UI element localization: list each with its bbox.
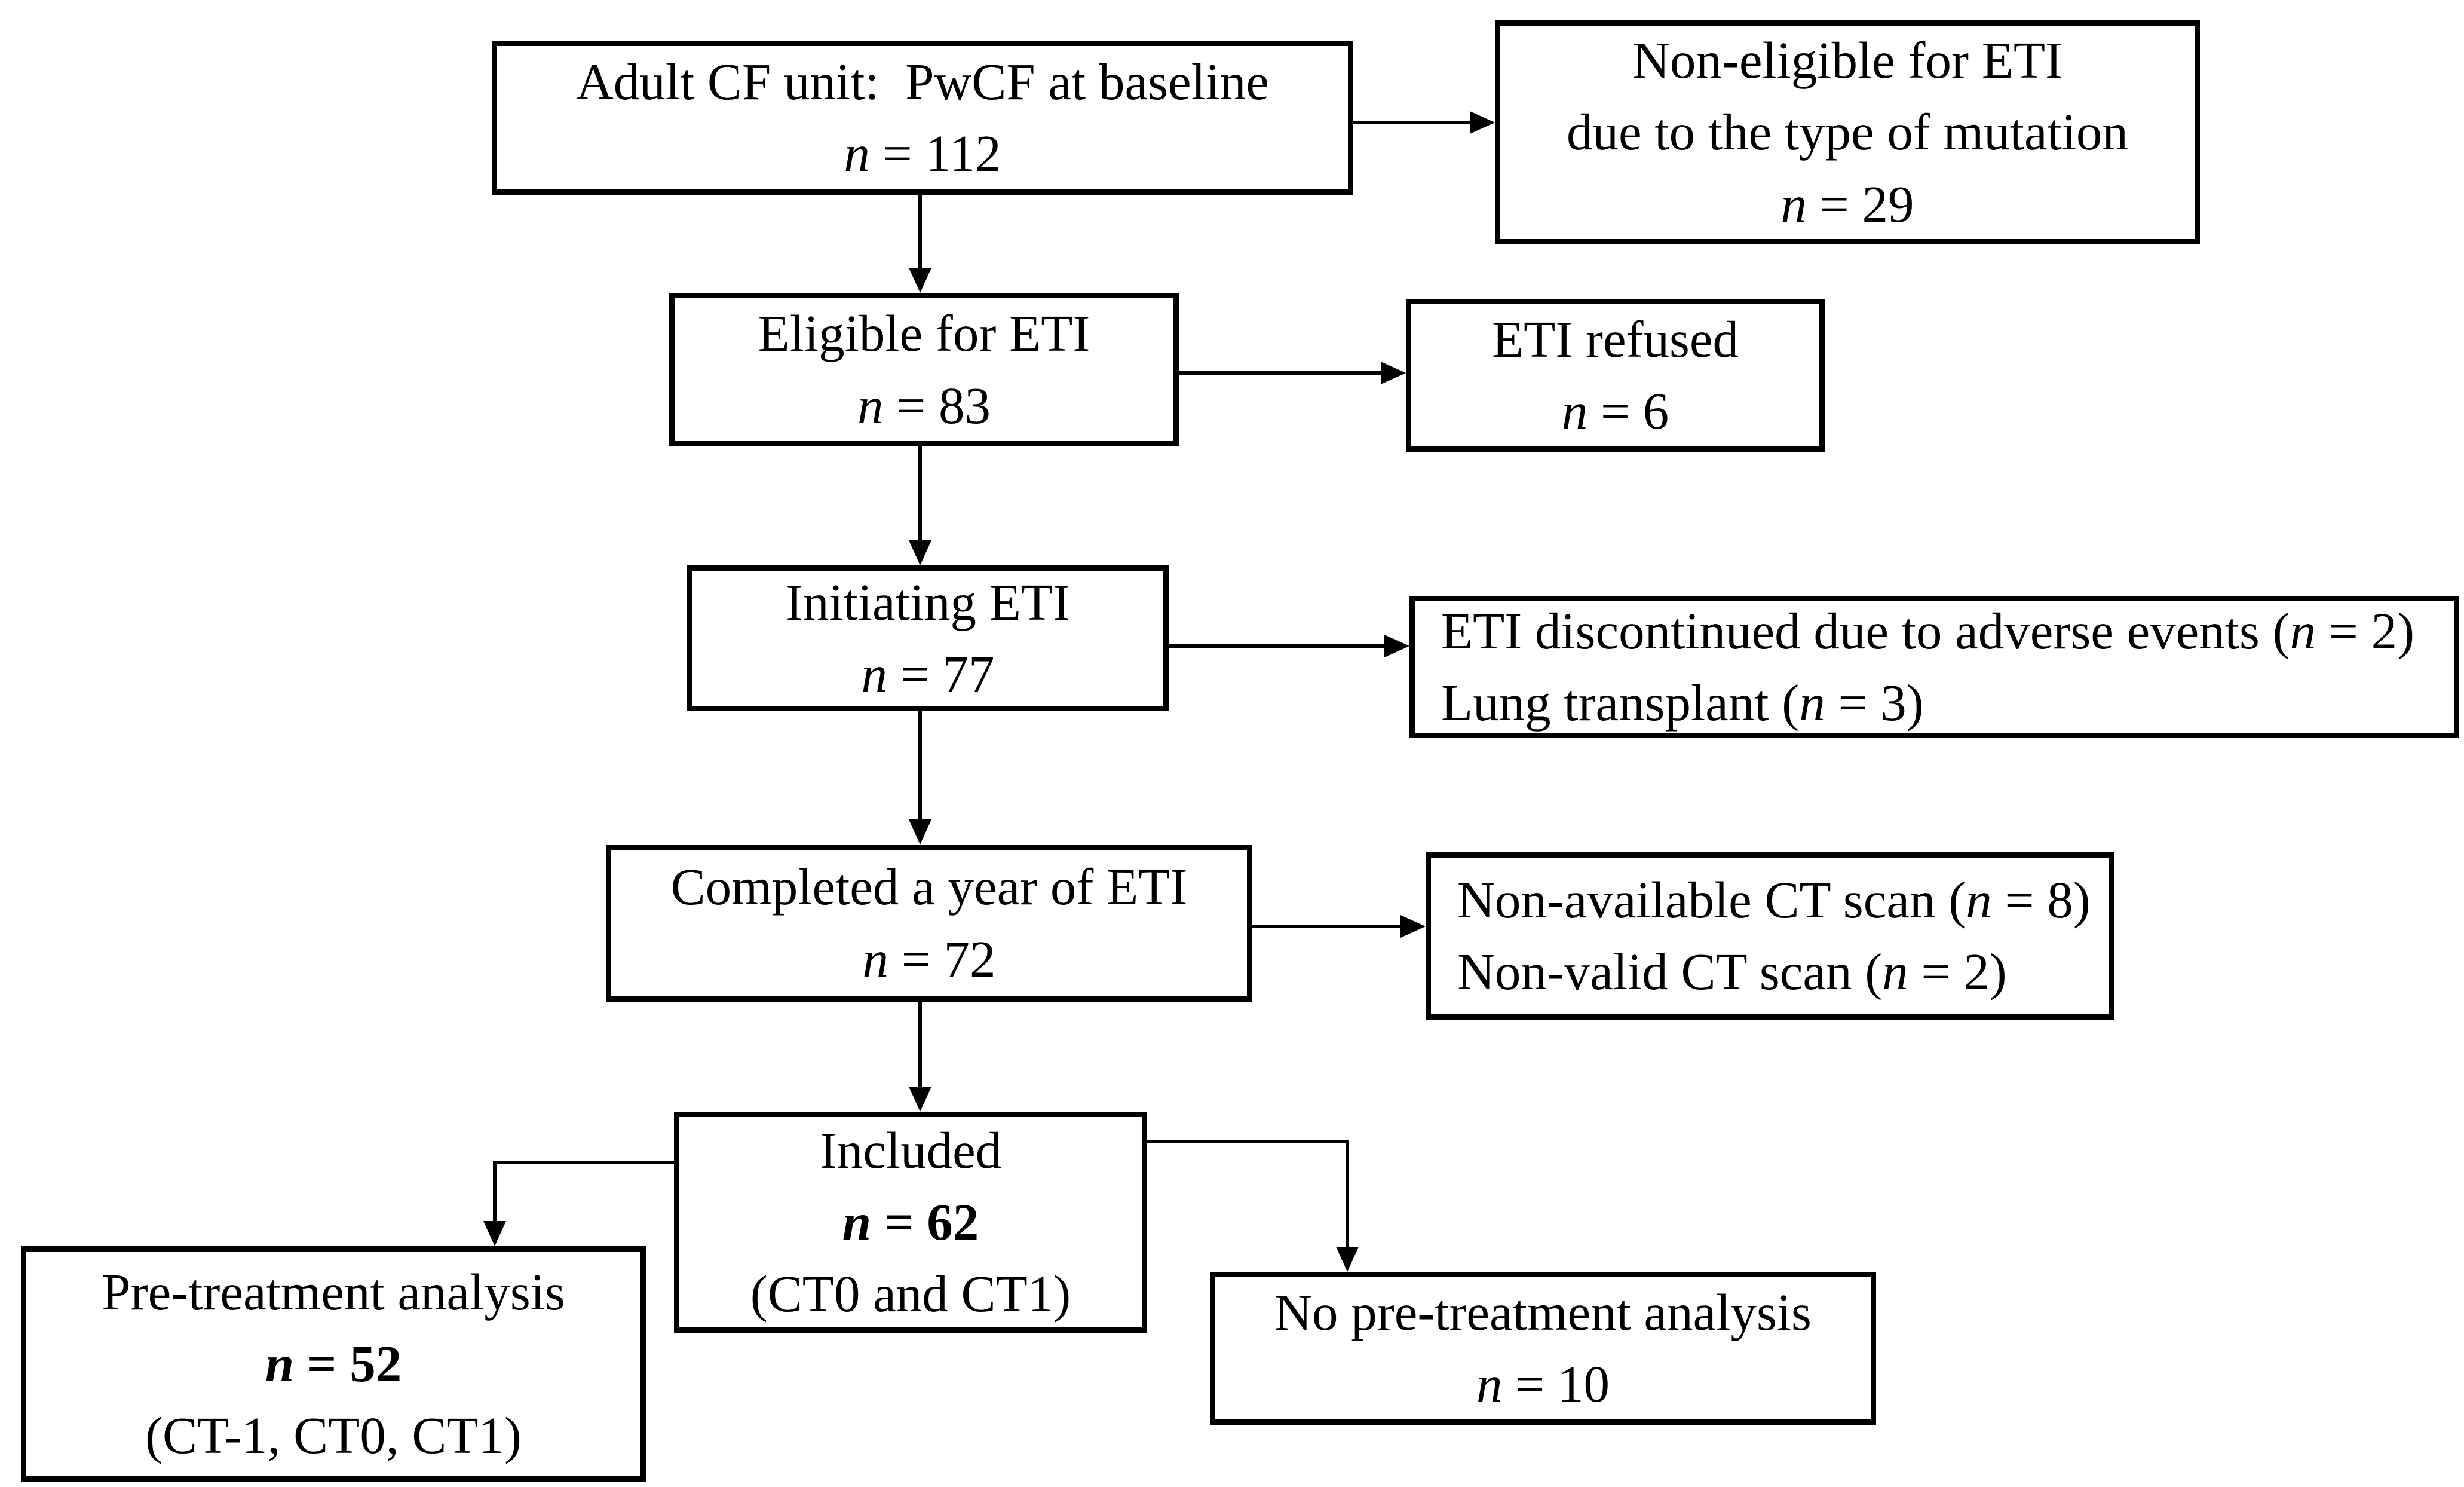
completed-title: Completed a year of ETI bbox=[670, 858, 1188, 916]
eligible-title: Eligible for ETI bbox=[758, 304, 1090, 363]
discontinued-adverse-events: ETI discontinued due to adverse events (… bbox=[1441, 601, 2415, 660]
connector-eligible-to-refused-line bbox=[1179, 371, 1381, 375]
non-eligible-reason: due to the type of mutation bbox=[1567, 103, 2128, 161]
box-non-eligible: Non-eligible for ETI due to the type of … bbox=[1495, 20, 2200, 244]
arrow-included-to-no-pre-treatment-head bbox=[1336, 1247, 1359, 1272]
arrow-initiating-to-completed-head bbox=[909, 819, 931, 845]
box-pre-treatment: Pre-treatment analysis n = 52 (CT-1, CT0… bbox=[21, 1246, 646, 1482]
non-eligible-title: Non-eligible for ETI bbox=[1632, 31, 2062, 90]
connector-included-to-pre-treatment-vline bbox=[493, 1161, 497, 1221]
non-eligible-count: n = 29 bbox=[1780, 175, 1914, 233]
initiating-title: Initiating ETI bbox=[786, 573, 1070, 631]
eti-refused-count: n = 6 bbox=[1561, 382, 1669, 440]
connector-baseline-to-non-eligible-line bbox=[1353, 121, 1470, 124]
connector-included-to-no-pre-treatment-vline bbox=[1346, 1140, 1349, 1247]
arrow-initiating-to-discontinued-head bbox=[1384, 635, 1409, 657]
included-title: Included bbox=[819, 1121, 1002, 1179]
arrow-baseline-to-eligible-head bbox=[909, 268, 931, 293]
no-pre-treatment-title: No pre-treatment analysis bbox=[1274, 1283, 1812, 1341]
box-adult-cf-baseline: Adult CF unit: PwCF at baseline n = 112 bbox=[492, 41, 1353, 195]
initiating-count: n = 77 bbox=[861, 645, 995, 703]
connector-included-to-pre-treatment-hline bbox=[493, 1161, 674, 1164]
connector-initiating-to-completed-line bbox=[918, 711, 922, 819]
arrow-eligible-to-initiating-head bbox=[909, 540, 931, 565]
non-available-ct: Non-available CT scan (n = 8) bbox=[1457, 870, 2091, 929]
arrow-completed-to-included-head bbox=[909, 1087, 931, 1112]
connector-completed-to-included-line bbox=[918, 1002, 922, 1087]
eligible-count: n = 83 bbox=[857, 376, 991, 435]
box-included: Included n = 62 (CT0 and CT1) bbox=[674, 1112, 1147, 1333]
non-valid-ct: Non-valid CT scan (n = 2) bbox=[1457, 943, 2007, 1000]
arrow-baseline-to-non-eligible-head bbox=[1470, 111, 1495, 134]
included-scans: (CT0 and CT1) bbox=[750, 1265, 1071, 1323]
arrow-included-to-pre-treatment-head bbox=[483, 1221, 506, 1246]
arrow-eligible-to-refused-head bbox=[1381, 362, 1406, 384]
included-count: n = 62 bbox=[842, 1192, 979, 1251]
completed-count: n = 72 bbox=[862, 929, 996, 988]
box-no-pre-treatment: No pre-treatment analysis n = 10 bbox=[1210, 1272, 1876, 1425]
adult-cf-title: Adult CF unit: PwCF at baseline bbox=[575, 52, 1270, 111]
pre-treatment-title: Pre-treatment analysis bbox=[102, 1262, 565, 1321]
pre-treatment-count: n = 52 bbox=[265, 1334, 402, 1393]
no-pre-treatment-count: n = 10 bbox=[1476, 1355, 1610, 1413]
box-completed-year: Completed a year of ETI n = 72 bbox=[606, 845, 1252, 1002]
arrow-completed-to-ct-excluded-head bbox=[1400, 915, 1426, 938]
box-ct-scan-excluded: Non-available CT scan (n = 8) Non-valid … bbox=[1426, 852, 2114, 1020]
connector-initiating-to-discontinued-line bbox=[1169, 644, 1384, 648]
adult-cf-count: n = 112 bbox=[844, 124, 1001, 182]
connector-eligible-to-initiating-line bbox=[918, 446, 922, 540]
box-discontinued: ETI discontinued due to adverse events (… bbox=[1409, 596, 2459, 738]
box-eligible: Eligible for ETI n = 83 bbox=[669, 293, 1179, 446]
box-eti-refused: ETI refused n = 6 bbox=[1406, 299, 1825, 452]
pre-treatment-scans: (CT-1, CT0, CT1) bbox=[145, 1406, 522, 1465]
connector-included-to-no-pre-treatment-hline bbox=[1147, 1140, 1349, 1143]
eti-refused-title: ETI refused bbox=[1491, 310, 1739, 368]
discontinued-lung-transplant: Lung transplant (n = 3) bbox=[1441, 674, 1924, 732]
connector-baseline-to-eligible-line bbox=[918, 194, 922, 268]
box-initiating: Initiating ETI n = 77 bbox=[687, 565, 1169, 711]
connector-completed-to-ct-excluded-line bbox=[1252, 925, 1400, 928]
